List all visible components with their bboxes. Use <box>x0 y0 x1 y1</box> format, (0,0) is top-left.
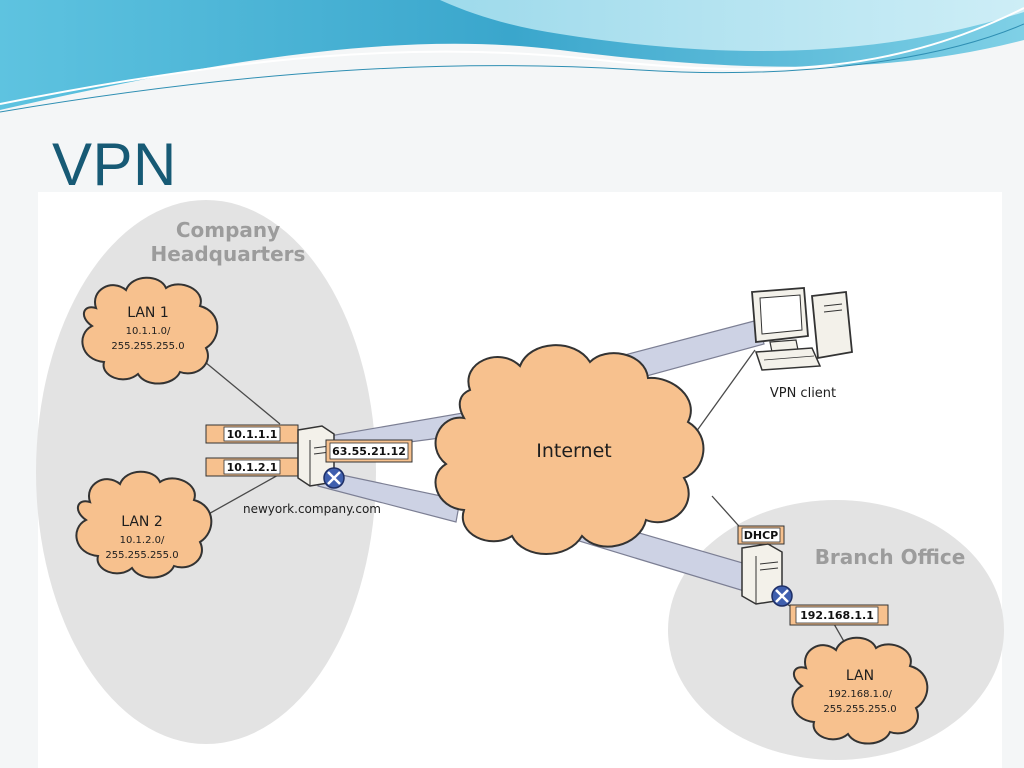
lan2-network: 10.1.2.0/ <box>120 535 165 546</box>
svg-text:63.55.21.12: 63.55.21.12 <box>332 445 406 458</box>
headquarters-label-line1: Company <box>176 218 280 242</box>
lan1-network: 10.1.1.0/ <box>126 326 171 337</box>
branch-office-label: Branch Office <box>815 545 966 569</box>
branch-router-ip-tag: 192.168.1.1 <box>789 604 889 626</box>
hq-hostname: newyork.company.com <box>243 502 381 516</box>
branch-lan-name: LAN <box>846 668 874 684</box>
svg-text:192.168.1.1: 192.168.1.1 <box>800 609 874 622</box>
internet-cloud-icon <box>434 344 705 555</box>
branch-lan-cloud-icon <box>791 636 929 745</box>
slide-title: VPN <box>52 131 177 198</box>
headquarters-label-line2: Headquarters <box>151 242 306 266</box>
vpn-client-label: VPN client <box>770 386 836 401</box>
lan1-mask: 255.255.255.0 <box>111 341 184 352</box>
vpn-client-desktop-computer-icon <box>751 287 853 371</box>
branch-lan-mask: 255.255.255.0 <box>823 704 896 715</box>
lan1-cloud-icon <box>81 276 219 385</box>
svg-text:DHCP: DHCP <box>744 529 778 542</box>
branch-lan-network: 192.168.1.0/ <box>828 689 892 700</box>
lan2-mask: 255.255.255.0 <box>105 550 178 561</box>
lan2-cloud-icon <box>75 470 213 579</box>
dhcp-tag: DHCP <box>737 525 785 545</box>
header-wave-highlight <box>440 0 1024 52</box>
interface1-tag: 10.1.1.1 <box>205 424 299 444</box>
branch-router-icon <box>771 585 793 607</box>
interface2-tag: 10.1.2.1 <box>205 457 299 477</box>
lan2-name: LAN 2 <box>121 514 163 530</box>
internet-label: Internet <box>536 440 611 462</box>
hq-router-icon <box>323 467 345 489</box>
svg-text:10.1.1.1: 10.1.1.1 <box>227 428 278 441</box>
lan1-name: LAN 1 <box>127 305 169 321</box>
public-ip-tag: 63.55.21.12 <box>325 439 413 463</box>
svg-text:10.1.2.1: 10.1.2.1 <box>227 461 278 474</box>
